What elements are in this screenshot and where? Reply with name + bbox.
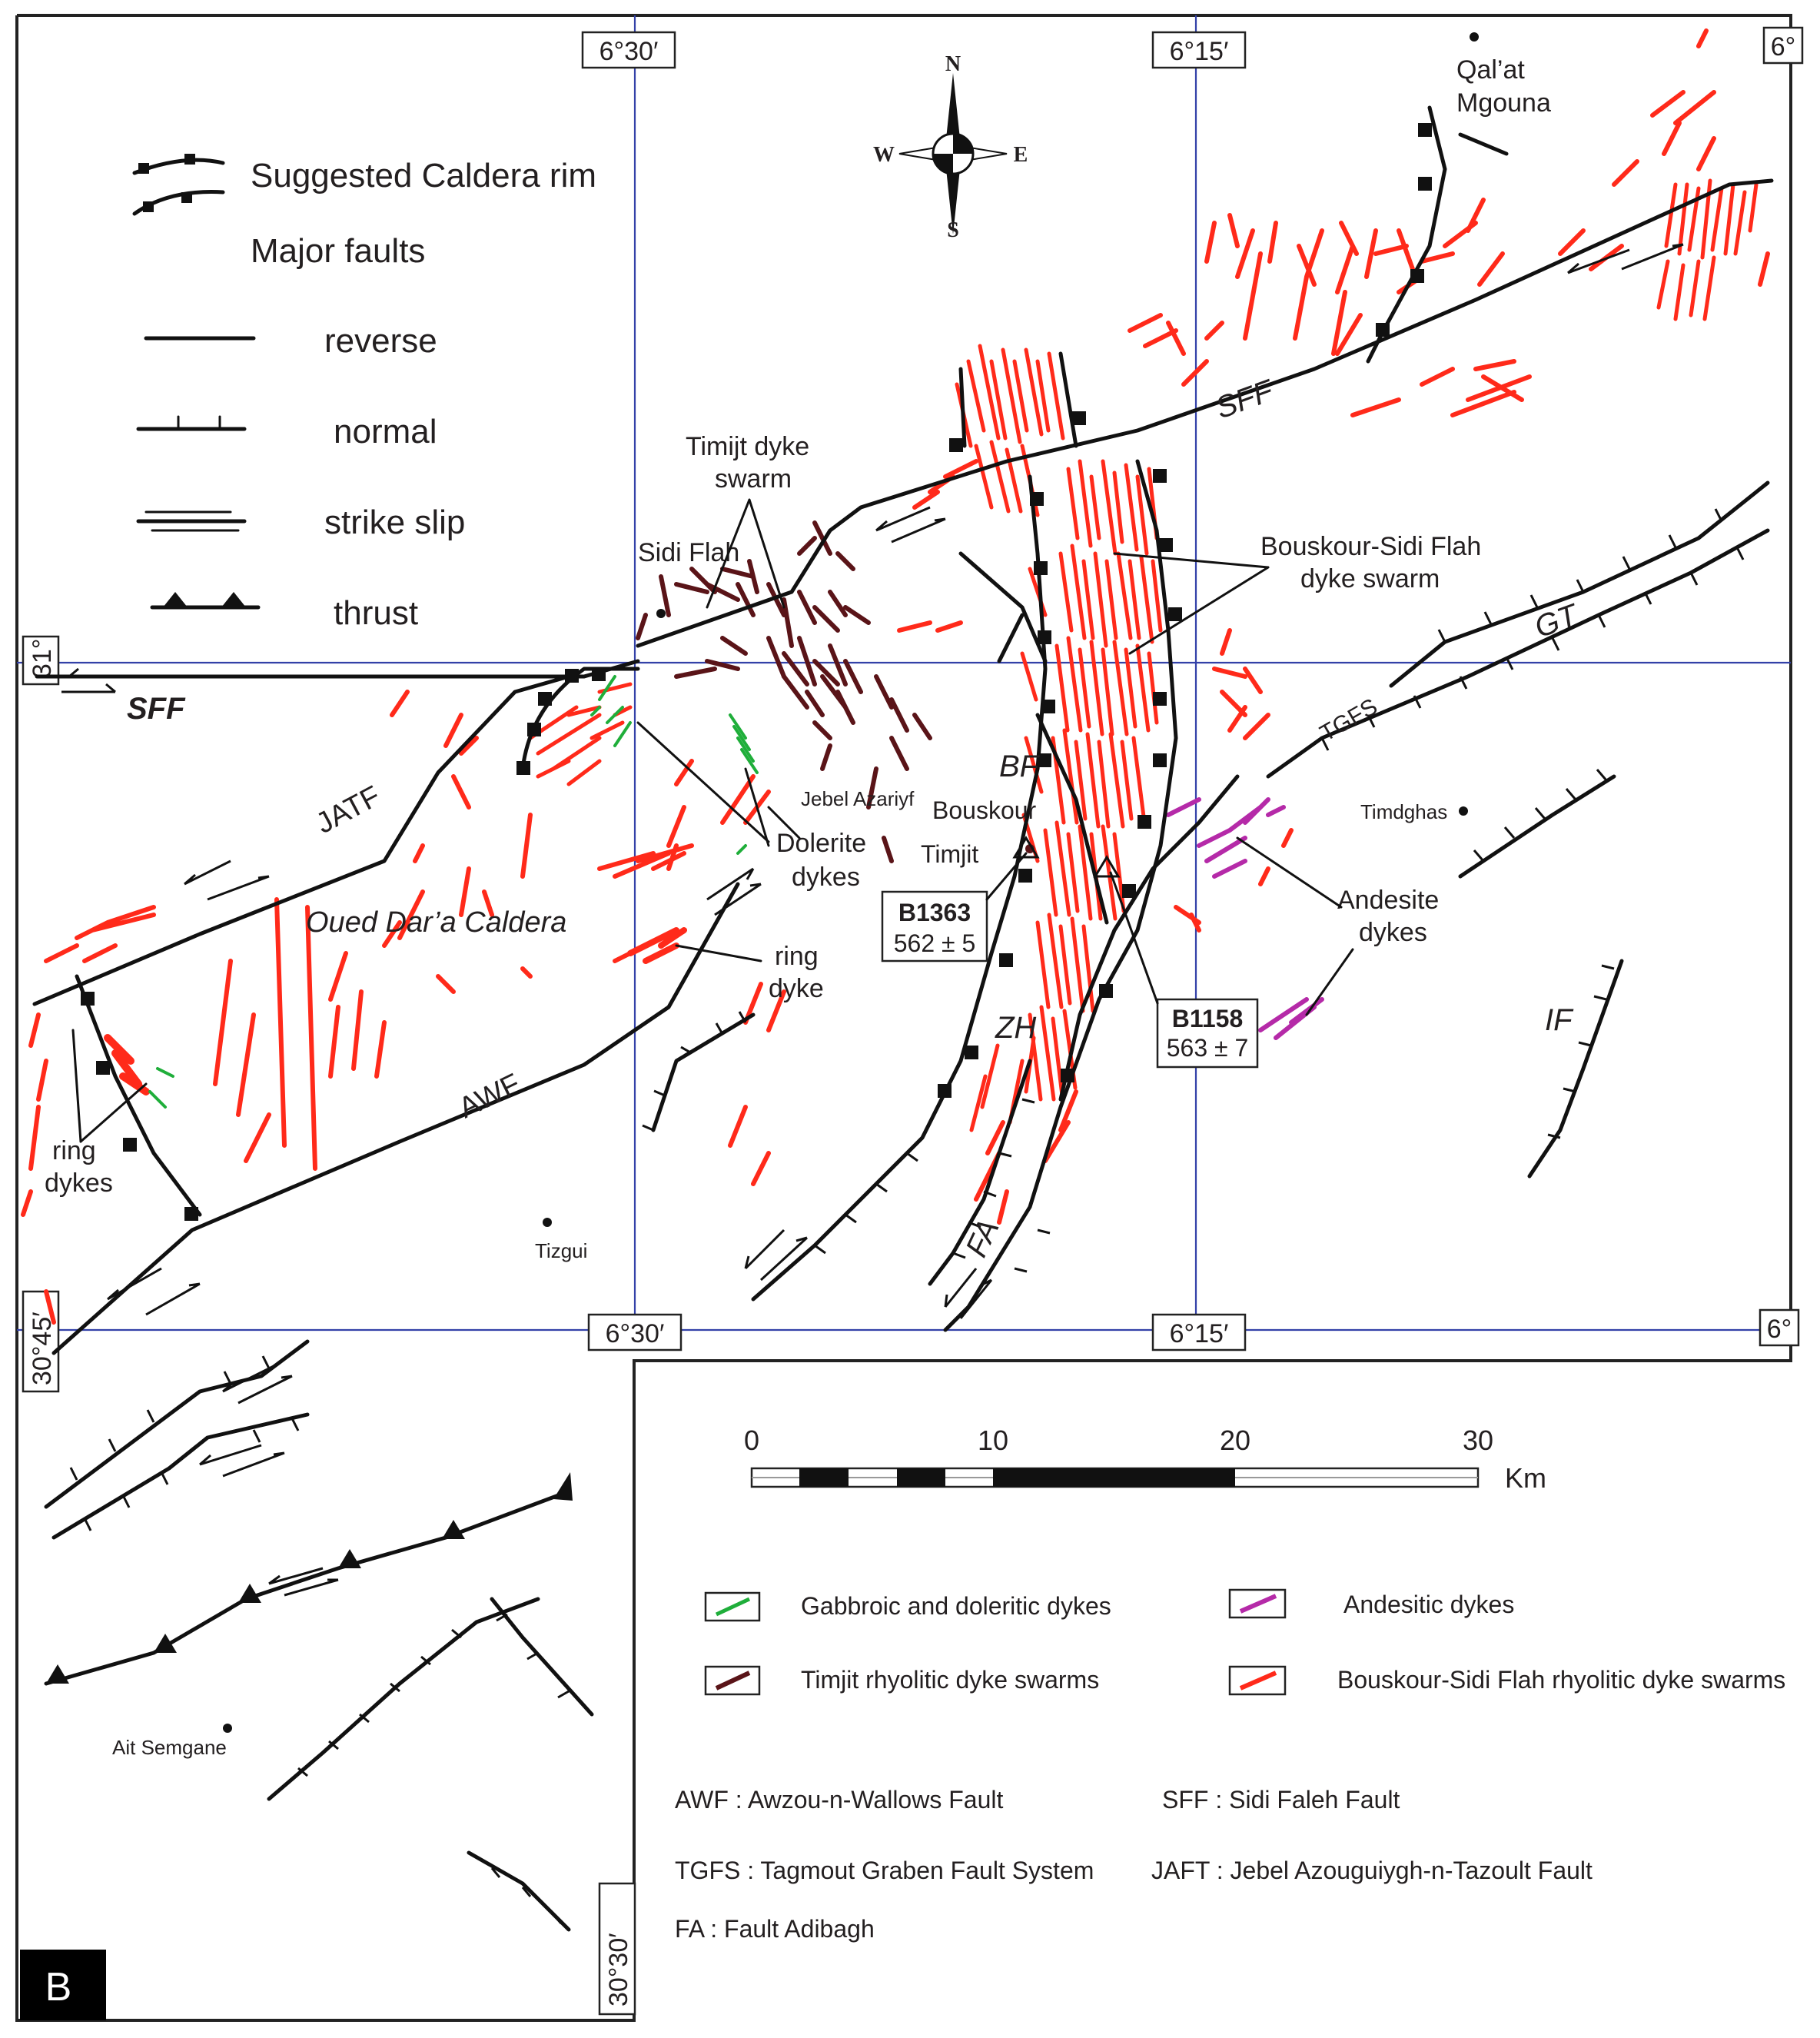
reverse-fault-markers <box>81 123 1432 1221</box>
scale-tick-10: 10 <box>978 1425 1008 1456</box>
annot-timjit-swarm-2: swarm <box>715 464 792 494</box>
label-awf: AWF <box>454 1068 526 1125</box>
coord-top-6-15: 6°15′ <box>1170 37 1229 66</box>
map-frame <box>15 14 1792 2022</box>
scale-bar: 0 10 20 30 Km <box>744 1425 1546 1494</box>
legend-timjit: Timjit rhyolitic dyke swarms <box>801 1666 1099 1694</box>
abbr-fa: FA : Fault Adibagh <box>675 1915 875 1943</box>
label-bf: BF <box>999 750 1041 783</box>
label-sff-west: SFF <box>127 692 186 726</box>
place-timjit: Timjit <box>921 840 978 868</box>
compass-e: E <box>1014 143 1028 167</box>
compass-w: W <box>873 143 895 167</box>
label-zh: ZH <box>995 1011 1036 1045</box>
timjit-dykes <box>636 520 932 863</box>
legend-reverse: reverse <box>324 322 437 360</box>
thrust-triangles <box>46 1472 573 1684</box>
coord-bottom-6-15: 6°15′ <box>1170 1319 1229 1348</box>
sff-fault-line <box>636 178 1774 648</box>
scale-tick-0: 0 <box>744 1425 759 1456</box>
sample-b1363: B1363 562 ± 5 <box>881 852 1028 962</box>
coordinate-labels: 6°30′ 6°15′ 6° 6°30′ 6°15′ 6° 31° 30°45′… <box>22 26 1804 2016</box>
compass-rose-icon: N S E W <box>873 52 1028 242</box>
gabbroic-dykes <box>148 675 759 1109</box>
place-sidi-flah: Sidi Flah <box>638 538 739 567</box>
place-tizgui: Tizgui <box>535 1239 587 1262</box>
legend-caldera-rim: Suggested Caldera rim <box>251 157 596 194</box>
place-labels: Qal’at Mgouna Sidi Flah Jebel Azariyf Bo… <box>112 32 1551 1759</box>
annot-ring-w-1: ring <box>52 1136 96 1165</box>
annot-ring-2: dyke <box>769 974 824 1003</box>
place-mgouna: Mgouna <box>1456 88 1551 118</box>
annotations: Timijt dyke swarm Bouskour-Sidi Flah dyk… <box>45 432 1481 1198</box>
panel-label-text: B <box>45 1965 72 2010</box>
place-oued-dara-caldera: Oued Dar’a Caldera <box>306 906 566 939</box>
abbr-jaft: JAFT : Jebel Azouguiygh-n-Tazoult Fault <box>1151 1857 1592 1884</box>
fault-legend: Suggested Caldera rim Major faults rever… <box>132 154 596 632</box>
scale-tick-30: 30 <box>1463 1425 1493 1456</box>
abbreviation-list: AWF : Awzou-n-Wallows Fault SFF : Sidi F… <box>675 1786 1592 1943</box>
label-gt: GT <box>1530 597 1584 644</box>
sample-site-markers <box>1012 836 1121 878</box>
normal-fault-ticks <box>69 508 1745 1924</box>
scale-unit: Km <box>1505 1462 1546 1494</box>
coord-left-30-45: 30°45′ <box>28 1312 57 1385</box>
place-timdghas: Timdghas <box>1360 800 1447 823</box>
strike-slip-arrows <box>61 243 1684 1597</box>
svg-text:563 ± 7: 563 ± 7 <box>1167 1034 1249 1062</box>
annot-dolerite-2: dykes <box>792 863 860 892</box>
legend-gabbroic: Gabbroic and doleritic dykes <box>801 1592 1111 1620</box>
sample-b1158: B1158 563 ± 7 <box>1109 871 1259 1069</box>
coord-top-6: 6° <box>1771 32 1796 62</box>
coord-bottom-6: 6° <box>1767 1315 1792 1344</box>
place-jebel-azariyf: Jebel Azariyf <box>801 787 915 810</box>
annot-dolerite-1: Dolerite <box>776 829 866 858</box>
abbr-tgfs: TGFS : Tagmout Graben Fault System <box>675 1857 1094 1884</box>
svg-text:562 ± 5: 562 ± 5 <box>894 929 976 957</box>
legend-normal: normal <box>334 413 437 450</box>
scale-tick-20: 20 <box>1220 1425 1250 1456</box>
label-tgfs: TGFS <box>1316 693 1382 746</box>
coord-top-6-30: 6°30′ <box>599 37 659 66</box>
label-jatf: JATF <box>311 780 386 840</box>
annot-bouskour-swarm-1: Bouskour-Sidi Flah <box>1260 532 1481 561</box>
faults <box>32 105 1774 1932</box>
legend-strike-slip: strike slip <box>324 504 465 541</box>
annot-timjit-swarm-1: Timijt dyke <box>686 432 809 461</box>
place-bouskour: Bouskour <box>932 796 1037 824</box>
coord-bottom-6-30: 6°30′ <box>606 1319 665 1348</box>
place-ait-semgane: Ait Semgane <box>112 1736 227 1759</box>
annot-bouskour-swarm-2: dyke swarm <box>1300 564 1440 593</box>
label-if: IF <box>1545 1003 1574 1037</box>
legend-bouskour: Bouskour-Sidi Flah rhyolitic dyke swarms <box>1337 1666 1785 1694</box>
svg-text:B1363: B1363 <box>898 899 971 926</box>
annot-andesite-2: dykes <box>1359 918 1427 947</box>
place-qalat: Qal’at <box>1456 55 1525 85</box>
legend-major-faults: Major faults <box>251 232 425 270</box>
abbr-sff: SFF : Sidi Faleh Fault <box>1162 1786 1400 1814</box>
dyke-legend: Gabbroic and doleritic dykes Timjit rhyo… <box>704 1588 1785 1696</box>
coord-left-31: 31° <box>28 639 57 678</box>
svg-text:B1158: B1158 <box>1172 1005 1244 1032</box>
annot-andesite-1: Andesite <box>1337 886 1439 915</box>
annot-ring-1: ring <box>775 942 819 971</box>
annot-ring-w-2: dykes <box>45 1169 113 1198</box>
legend-andesitic: Andesitic dykes <box>1343 1591 1514 1618</box>
coord-left-30-30: 30°30′ <box>604 1933 633 2006</box>
abbr-awf: AWF : Awzou-n-Wallows Fault <box>675 1786 1003 1814</box>
legend-thrust: thrust <box>334 594 418 632</box>
jatf-fault-line <box>32 674 571 1006</box>
label-sff-east: SFF <box>1211 373 1279 425</box>
awf-fault-line <box>51 882 740 1355</box>
panel-label: B <box>20 1950 106 2020</box>
compass-n: N <box>945 52 961 76</box>
compass-s: S <box>947 218 959 242</box>
